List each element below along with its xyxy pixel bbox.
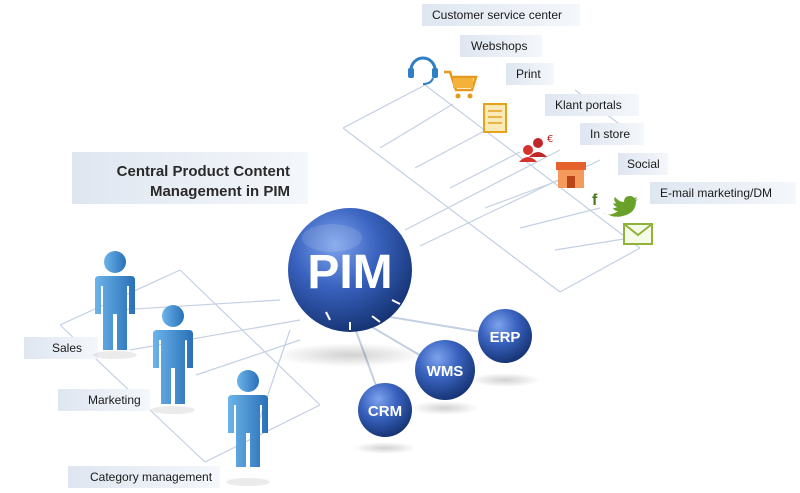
- channel-customer-service[interactable]: Customer service center: [422, 4, 580, 26]
- system-crm-label: CRM: [368, 403, 402, 420]
- channel-label: Print: [516, 67, 541, 81]
- svg-text:€: €: [547, 134, 553, 145]
- social-media-icon: f: [592, 192, 638, 217]
- envelope-icon: [623, 223, 653, 245]
- headset-icon: [408, 56, 438, 85]
- channel-label: Webshops: [471, 39, 527, 53]
- system-wms-label: WMS: [427, 363, 464, 380]
- system-wms[interactable]: WMS: [415, 340, 475, 400]
- channel-label: Klant portals: [555, 98, 622, 112]
- store-icon: [556, 162, 586, 188]
- role-sales[interactable]: Sales: [24, 337, 98, 359]
- title-block: Central Product Content Management in PI…: [72, 152, 308, 204]
- pim-hub-label: PIM: [307, 246, 392, 299]
- svg-text:f: f: [592, 192, 598, 209]
- system-erp[interactable]: ERP: [478, 309, 532, 363]
- crm-shadow: [353, 442, 417, 454]
- channel-label: Social: [627, 157, 660, 171]
- shopping-cart-icon: [444, 70, 478, 99]
- person-sales-icon: [93, 251, 137, 359]
- person-marketing-icon: [151, 305, 195, 414]
- system-erp-label: ERP: [490, 329, 521, 346]
- title-line-2: Management in PIM: [150, 183, 290, 200]
- title-line-1: Central Product Content: [117, 163, 290, 180]
- role-label: Category management: [90, 470, 213, 484]
- role-marketing[interactable]: Marketing: [58, 389, 150, 411]
- channel-social[interactable]: Social: [618, 153, 668, 175]
- channel-label: Customer service center: [432, 8, 562, 22]
- role-label: Marketing: [88, 393, 141, 407]
- role-label: Sales: [52, 341, 82, 355]
- channel-email[interactable]: E-mail marketing/DM: [650, 182, 796, 204]
- person-category-icon: [226, 370, 270, 486]
- wms-shadow: [411, 401, 479, 415]
- user-euro-icon: €: [519, 134, 553, 162]
- system-crm[interactable]: CRM: [358, 383, 412, 437]
- channel-labels: Customer service center Webshops Print K…: [422, 4, 796, 204]
- channel-webshops[interactable]: Webshops: [460, 35, 542, 57]
- channel-label: In store: [590, 127, 630, 141]
- pim-shadow: [275, 343, 425, 367]
- erp-shadow: [469, 373, 541, 387]
- channel-in-store[interactable]: In store: [580, 123, 644, 145]
- channel-label: E-mail marketing/DM: [660, 186, 772, 200]
- document-icon: [483, 103, 507, 133]
- channel-print[interactable]: Print: [506, 63, 554, 85]
- role-category-management[interactable]: Category management: [68, 466, 220, 488]
- pim-hub[interactable]: PIM: [288, 208, 412, 332]
- pim-port-marks: [325, 299, 401, 330]
- channel-klant-portals[interactable]: Klant portals: [545, 94, 639, 116]
